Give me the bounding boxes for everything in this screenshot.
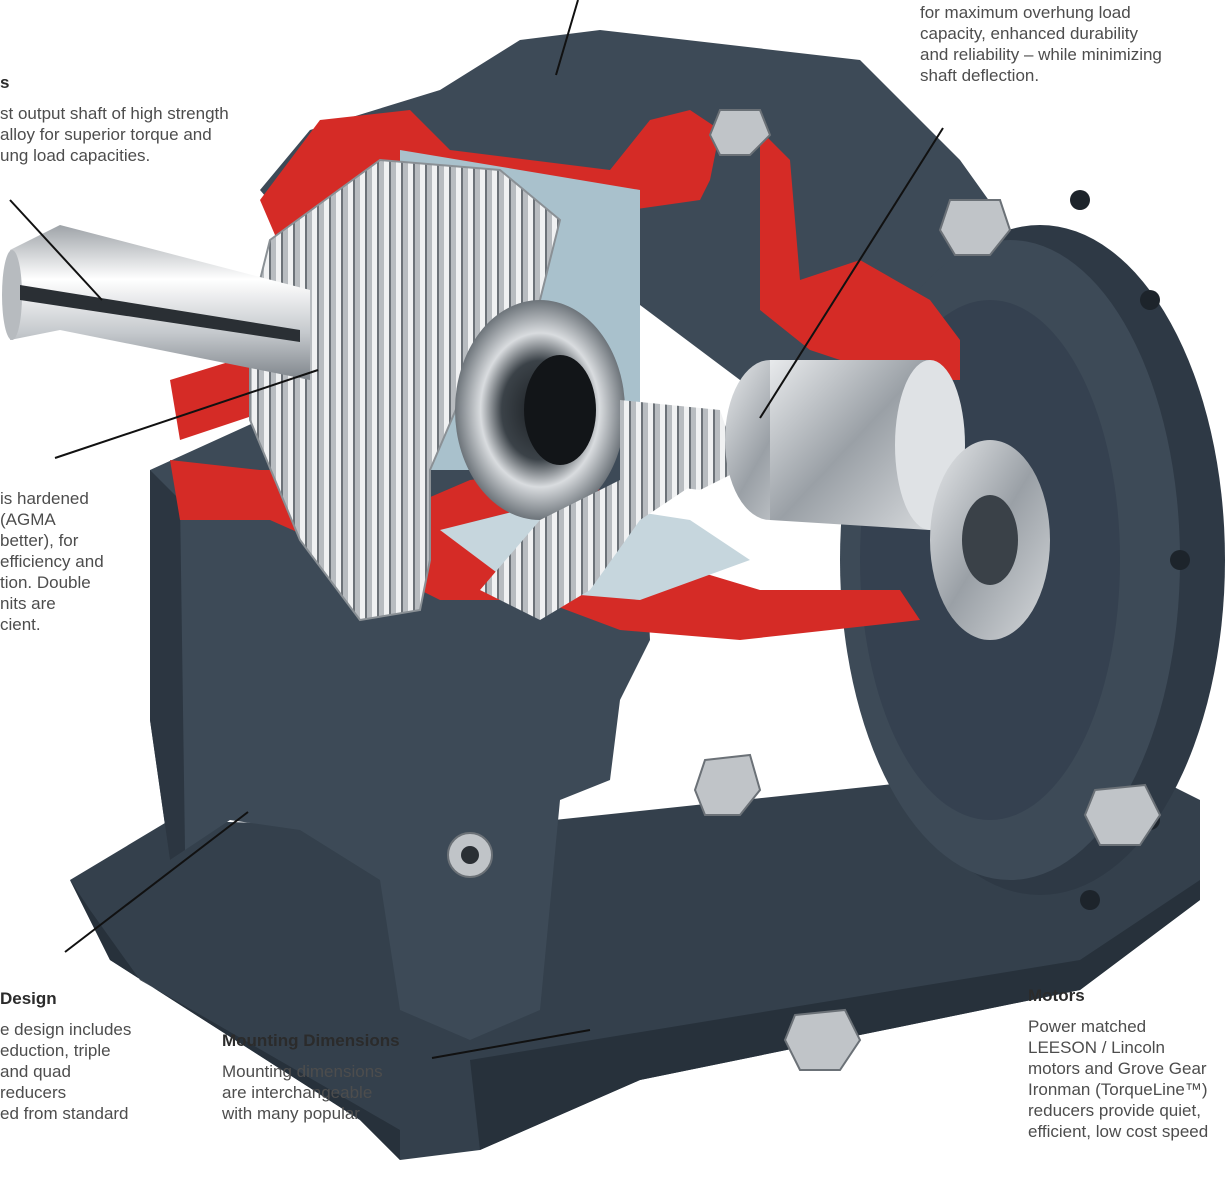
- callout-leader-lines: [9, 0, 944, 1059]
- large-helical-gear: [249, 158, 562, 622]
- pinion-gear: [480, 400, 740, 620]
- callout-mounting-heading: Mounting Dimensions: [222, 1031, 400, 1050]
- callout-mounting: Mounting Dimensions Mounting dimensions …: [222, 1030, 452, 1124]
- callout-motors-text: Power matched LEESON / Lincoln motors an…: [1028, 1017, 1209, 1141]
- output-bearing: [725, 360, 1050, 640]
- intermediate-bearing: [455, 300, 625, 520]
- callout-shafts-heading: s: [0, 73, 10, 92]
- callout-motors-heading: Motors: [1028, 986, 1085, 1005]
- housing-bolts: [447, 109, 1162, 1071]
- callout-motors: Motors Power matched LEESON / Lincoln mo…: [1028, 985, 1228, 1142]
- callout-bearings-text: for maximum overhung load capacity, enha…: [920, 3, 1162, 85]
- callout-design: Design e design includes eduction, tripl…: [0, 988, 200, 1124]
- callout-design-text: e design includes eduction, triple and q…: [0, 1020, 132, 1123]
- output-shaft: [2, 225, 310, 380]
- callout-bearings: for maximum overhung load capacity, enha…: [920, 2, 1225, 86]
- callout-design-heading: Design: [0, 989, 57, 1008]
- callout-mounting-text: Mounting dimensions are interchangeable …: [222, 1062, 383, 1123]
- callout-shafts: s st output shaft of high strength alloy…: [0, 72, 270, 166]
- callout-gearing: is hardened (AGMA better), for efficienc…: [0, 488, 140, 635]
- callout-shafts-text: st output shaft of high strength alloy f…: [0, 104, 229, 165]
- callout-gearing-text: is hardened (AGMA better), for efficienc…: [0, 489, 104, 634]
